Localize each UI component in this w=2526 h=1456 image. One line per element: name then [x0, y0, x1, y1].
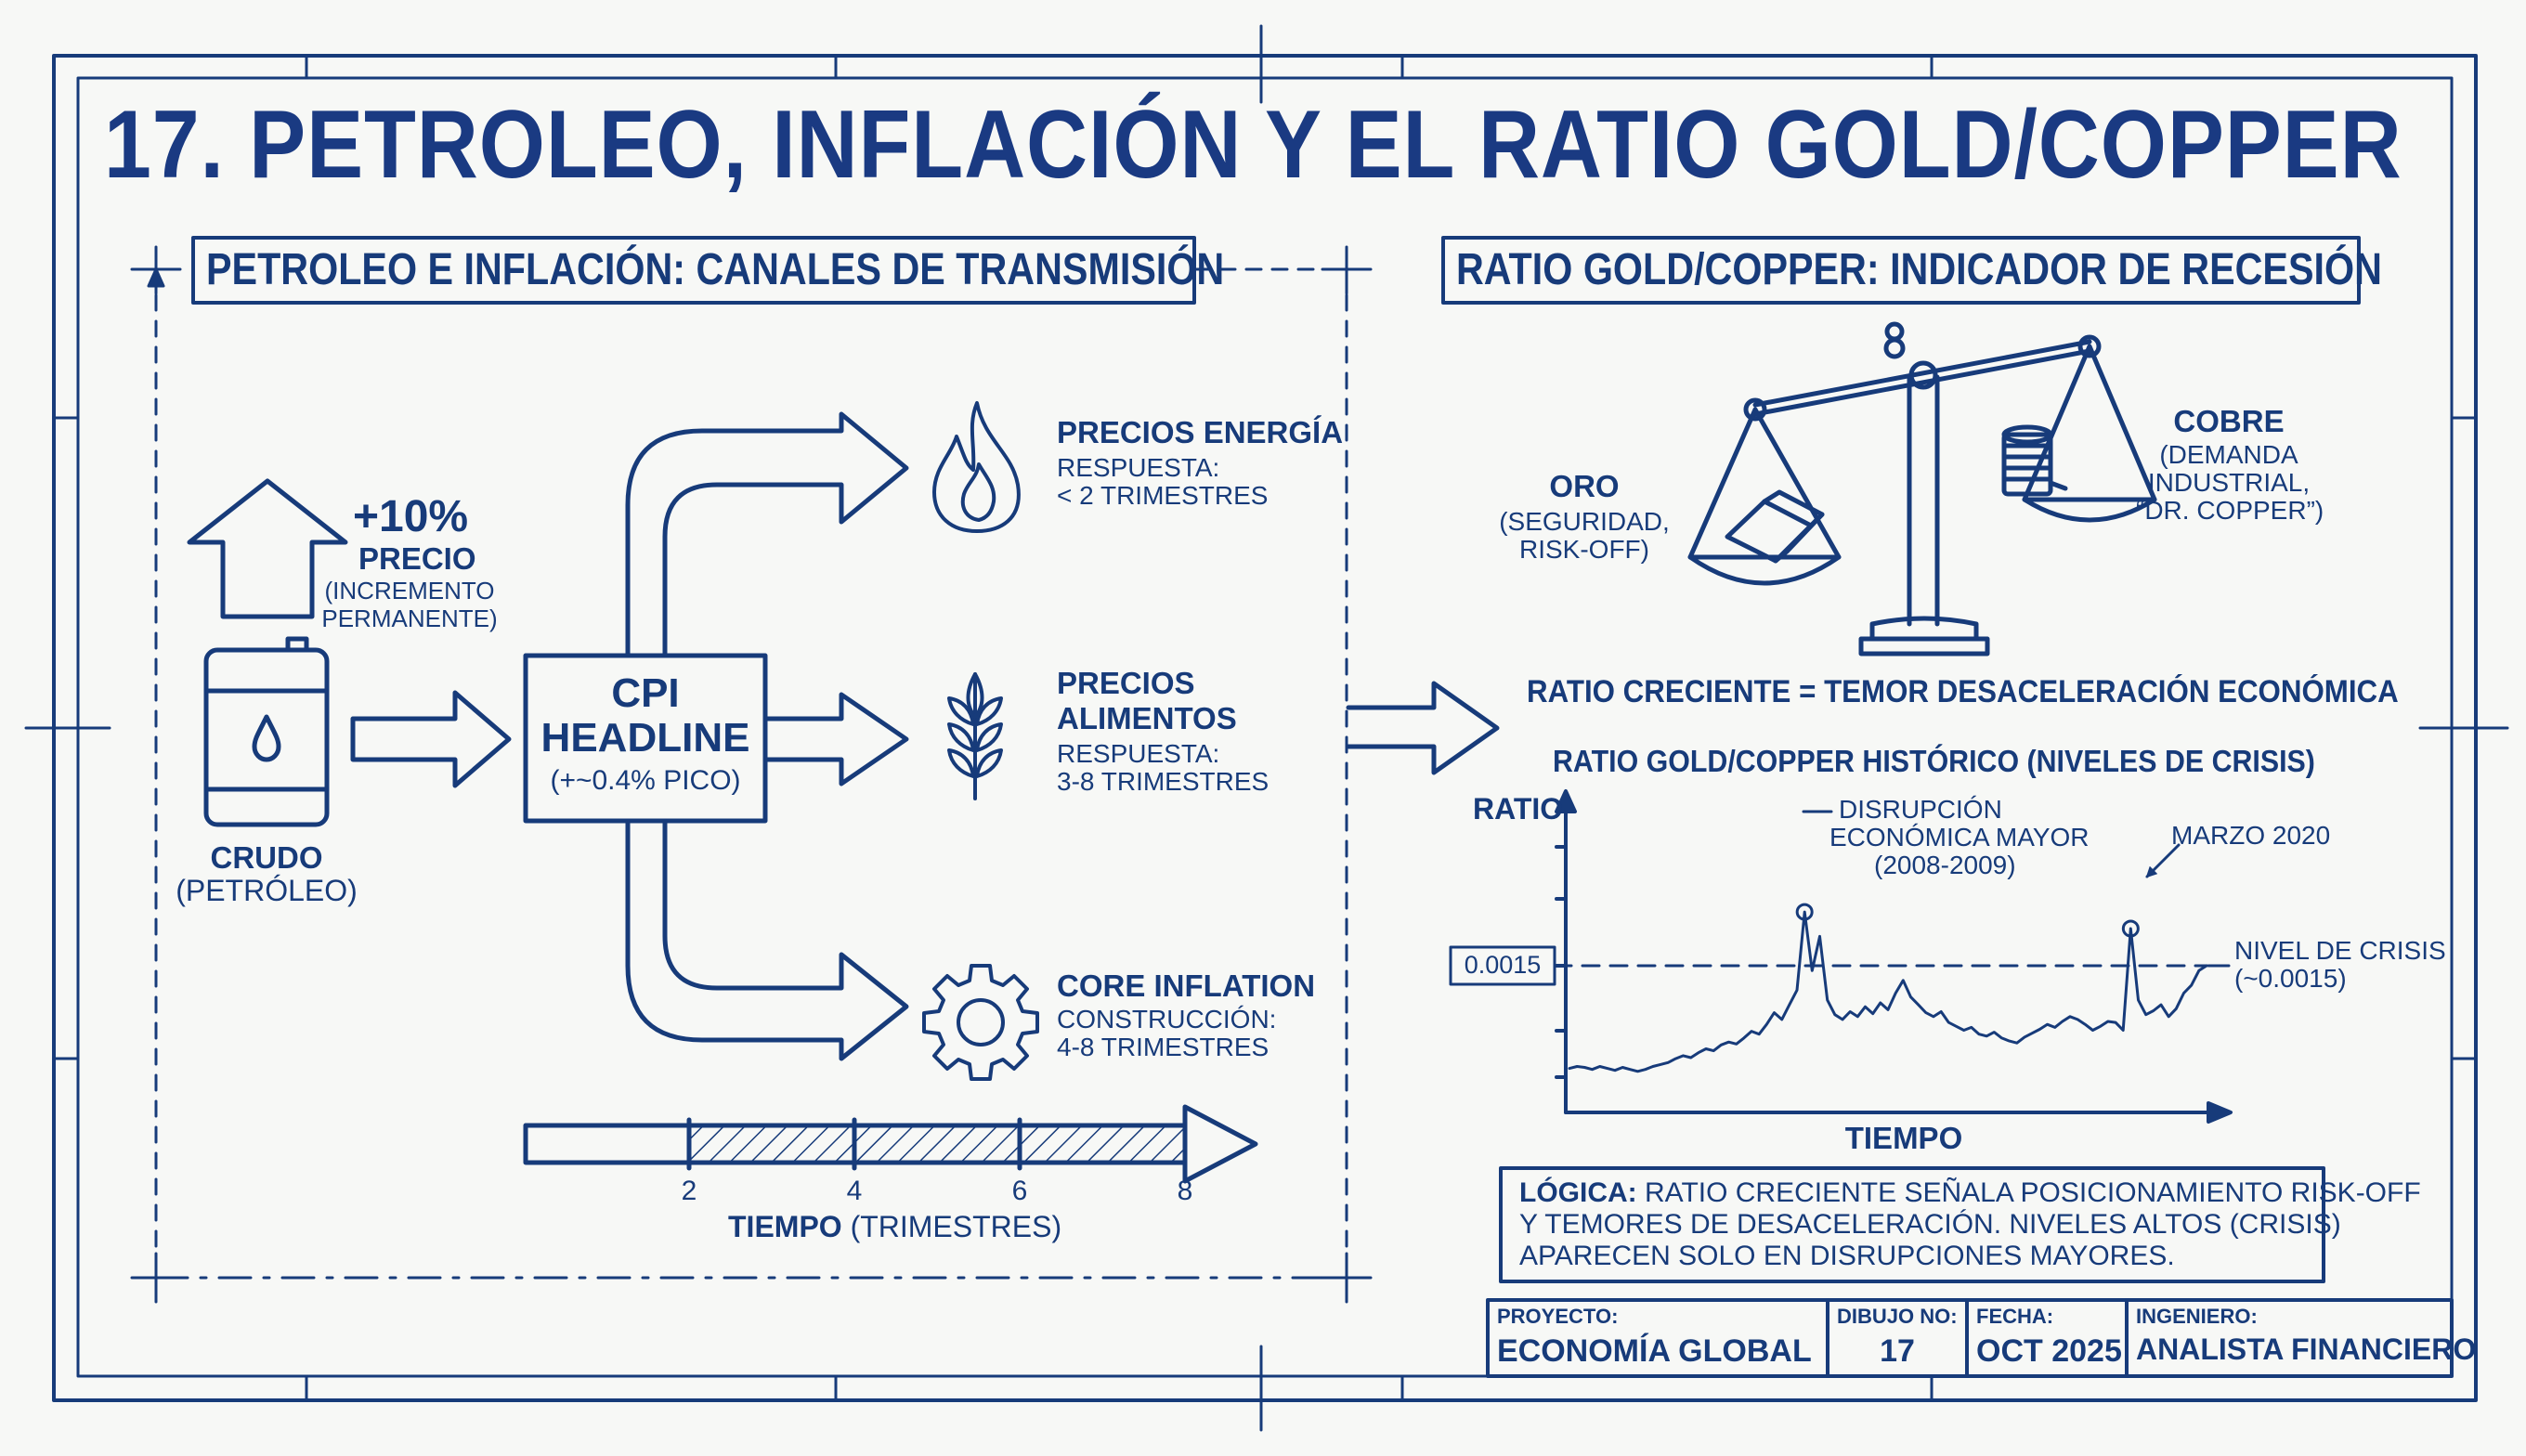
oil-barrel-icon: [203, 636, 330, 827]
cpi-line-2: HEADLINE: [540, 715, 750, 760]
tb-project-value: ECONOMÍA GLOBAL: [1497, 1333, 1812, 1369]
logic-bold: LÓGICA:: [1519, 1177, 1637, 1208]
tb-date-value: OCT 2025: [1976, 1333, 2122, 1369]
frame-ticks: [24, 24, 2509, 1432]
tb-engineer-value: ANALISTA FINANCIERO: [2136, 1332, 2477, 1366]
timeline-tick-6: 6: [1011, 1176, 1028, 1206]
timeline-label: TIEMPO (TRIMESTRES): [728, 1210, 1062, 1244]
chart-title: RATIO GOLD/COPPER HISTÓRICO (NIVELES DE …: [1553, 744, 2315, 778]
channel-core-sub-1: CONSTRUCCIÓN:: [1057, 1005, 1277, 1034]
copper-sub-3: “DR. COPPER”): [2136, 496, 2324, 525]
title-block: [1486, 1298, 2454, 1378]
cpi-box: [523, 653, 768, 824]
channel-energy-sub-2: < 2 TRIMESTRES: [1057, 481, 1269, 510]
logic-line-1-text: RATIO CRECIENTE SEÑALA POSICIONAMIENTO R…: [1636, 1177, 2421, 1208]
peak-marker-2008: [1795, 903, 1814, 921]
channel-core-sub-2: 4-8 TRIMESTRES: [1057, 1033, 1270, 1061]
shock-label: PRECIO: [358, 541, 476, 576]
left-panel-header: PETROLEO E INFLACIÓN: CANALES DE TRANSMI…: [206, 245, 1225, 294]
chart-axes: [1555, 789, 2233, 1124]
cpi-sub: (+~0.4% PICO): [550, 765, 741, 796]
tb-date-head: FECHA:: [1976, 1305, 2054, 1328]
logic-text: LÓGICA: RATIO CRECIENTE SEÑALA POSICIONA…: [1519, 1177, 2421, 1272]
gear-icon: [922, 964, 1039, 1081]
shock-note-2: PERMANENTE): [321, 604, 498, 632]
page-title: 17. PETROLEO, INFLACIÓN Y EL RATIO GOLD/…: [104, 91, 2402, 199]
channel-food-title-1: PRECIOS: [1057, 666, 1195, 700]
wheat-icon: [947, 672, 1003, 800]
annotation-2008-line-1: DISRUPCIÓN: [1839, 795, 2002, 824]
chart-xlabel: TIEMPO: [1844, 1121, 1963, 1155]
chart-ylabel: RATIO: [1473, 792, 1564, 826]
crisis-label-2: (~0.0015): [2234, 964, 2347, 993]
copper-sub-1: (DEMANDA: [2159, 440, 2298, 469]
timeline-tick-2: 2: [681, 1176, 697, 1206]
left-panel-guides: [130, 245, 1373, 1304]
channel-food-title-2: ALIMENTOS: [1057, 701, 1237, 735]
crisis-label-1: NIVEL DE CRISIS: [2234, 936, 2446, 965]
logic-box: [1499, 1166, 2325, 1283]
logic-line-2: Y TEMORES DE DESACELERACIÓN. NIVELES ALT…: [1519, 1209, 2341, 1240]
timeline-arrow: [523, 1104, 1258, 1184]
left-header-box: [191, 236, 1196, 305]
balance-scale-icon: [1687, 321, 2157, 656]
timeline-label-rest: (TRIMESTRES): [841, 1210, 1062, 1243]
timeline-tick-8: 8: [1177, 1176, 1193, 1206]
timeline-tick-4: 4: [846, 1176, 863, 1206]
channel-food-sub-1: RESPUESTA:: [1057, 739, 1220, 768]
pointer-2020: [2145, 843, 2181, 878]
gold-sub-1: (SEGURIDAD,: [1499, 507, 1670, 536]
source-label: CRUDO: [210, 840, 323, 875]
annotation-2008-line-2: ECONÓMICA MAYOR: [1829, 823, 2090, 852]
shock-value: +10%: [353, 492, 469, 541]
ratio-series-line: [1568, 910, 2208, 1073]
source-sub: (PETRÓLEO): [176, 874, 358, 907]
right-panel-header: RATIO GOLD/COPPER: INDICADOR DE RECESIÓN: [1456, 245, 2382, 294]
tb-project-head: PROYECTO:: [1497, 1305, 1619, 1328]
channel-energy-title: PRECIOS ENERGÍA: [1057, 415, 1344, 449]
arrow-energy: [625, 411, 909, 658]
channel-energy-sub-1: RESPUESTA:: [1057, 453, 1220, 482]
channel-core-title: CORE INFLATION: [1057, 968, 1316, 1003]
copper-label: COBRE: [2173, 404, 2285, 438]
flame-icon: [932, 401, 1021, 533]
right-header-box: [1441, 236, 2361, 305]
timeline-label-bold: TIEMPO: [728, 1210, 842, 1243]
ratio-statement: RATIO CRECIENTE = TEMOR DESACELERACIÓN E…: [1527, 674, 2399, 709]
copper-sub-2: INDUSTRIAL,: [2147, 468, 2311, 497]
arrow-food: [762, 692, 909, 786]
ytick-0-0015: 0.0015: [1464, 951, 1542, 979]
arrow-to-cpi: [350, 690, 512, 788]
tb-drawing-value: 17: [1880, 1333, 1915, 1369]
peak-marker-2020: [2121, 919, 2140, 938]
logic-line-3: APARECEN SOLO EN DISRUPCIONES MAYORES.: [1519, 1241, 2175, 1271]
channel-food-sub-2: 3-8 TRIMESTRES: [1057, 767, 1270, 796]
tb-drawing-head: DIBUJO NO:: [1837, 1305, 1958, 1328]
annotation-2020: MARZO 2020: [2171, 821, 2331, 850]
cpi-line-1: CPI: [611, 670, 680, 716]
annotation-2008-line-3: (2008-2009): [1874, 851, 2016, 879]
shock-note-1: (INCREMENTO: [324, 577, 495, 604]
price-up-arrow: [187, 478, 348, 619]
arrow-to-right-panel: [1346, 681, 1500, 775]
gold-label: ORO: [1549, 469, 1620, 503]
arrow-core: [625, 818, 909, 1061]
gold-sub-2: RISK-OFF): [1519, 535, 1649, 564]
tb-engineer-head: INGENIERO:: [2136, 1305, 2258, 1328]
logic-line-1: LÓGICA: RATIO CRECIENTE SEÑALA POSICIONA…: [1519, 1177, 2421, 1209]
